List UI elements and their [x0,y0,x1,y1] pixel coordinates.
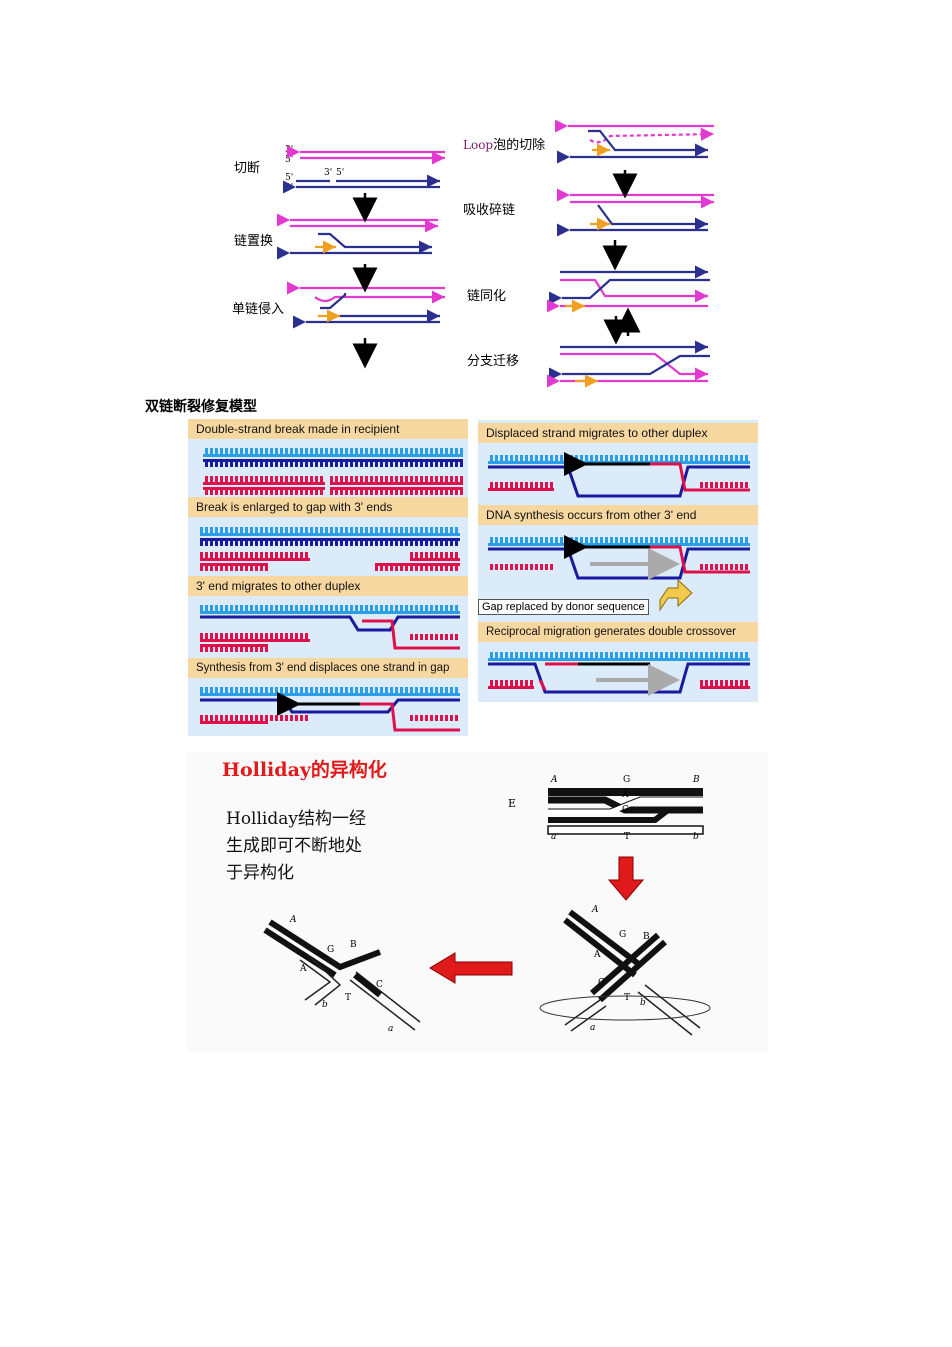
right-x-letter-a: A [592,905,599,915]
desc-line: 于异构化 [226,863,294,883]
strand [548,278,710,305]
loop-prefix: Loop [463,138,494,152]
letter-a-lower: a [551,832,557,842]
loop-label: 泡的切除 [493,138,546,153]
panel-label-e: E [508,797,517,810]
duplex-gap [200,527,460,571]
strand [548,354,710,381]
left-x-letter-a: A [290,915,297,925]
red-down-arrow [607,856,645,901]
repair-model-drawings [200,448,750,732]
panel-header-reciprocal: Reciprocal migration generates double cr… [478,622,758,642]
red-left-arrow [429,952,513,984]
right-x-letter-t: T [624,993,631,1003]
left-x-letter-t: T [345,993,352,1003]
panel-header-break: Double-strand break made in recipient [188,419,468,439]
end-label-5-gap: 5' [336,168,345,178]
desc-line: Holliday结构一经 [226,809,366,829]
holliday-title: Holliday的异构化 [222,759,387,781]
right-x-letter-b: B [643,932,650,942]
panel-header-displaced: Displaced strand migrates to other duple… [478,423,758,443]
panel-header-migrate: 3' end migrates to other duplex [188,576,468,596]
strand [314,290,445,304]
right-x-letter-a3: a [590,1023,596,1033]
panel-header-gap: Break is enlarged to gap with 3' ends [188,497,468,517]
duplex-displaced [488,452,750,498]
step-label-single-strand-invasion: 单链侵入 [232,302,285,317]
left-x-letter-c: C [376,980,383,990]
right-x-letter-a2: A [594,950,601,960]
gap-replaced-label: Gap replaced by donor sequence [478,599,649,615]
left-x-letter-a3: a [388,1024,394,1034]
strand [588,129,708,157]
holliday-description: Holliday结构一经 生成即可不断地处 于异构化 [226,806,366,887]
desc-line: 生成即可不断地处 [226,836,362,856]
letter-b-lower: b [693,832,699,842]
holliday-e-strands [547,788,704,835]
strand [589,127,715,144]
panel-header-dna-synthesis: DNA synthesis occurs from other 3' end [478,505,758,525]
right-x-letter-b2: b [640,998,646,1008]
letter-a-mid: A [622,790,629,800]
right-x-letter-g: G [619,930,627,940]
strand [597,204,708,231]
strand [560,278,708,303]
duplex-break [203,448,463,495]
end-label-3-gap: 3' [324,168,333,178]
letter-g: G [623,775,631,785]
strand [320,293,347,310]
right-x-letter-c: C [598,978,605,988]
left-x-letter-b2: b [322,1000,328,1010]
end-label-5-bottom: 5' [285,173,294,183]
section-title: 双链断裂修复模型 [145,399,257,415]
panel-header-synthesis: Synthesis from 3' end displaces one stra… [188,658,468,678]
end-label-5-top: 5' [285,155,294,165]
gap-replaced-arrow [659,578,693,612]
strand [318,232,432,254]
left-x-letter-a2: A [300,964,307,974]
duplex-migrate [200,605,460,652]
duplex-synthesis [200,687,460,732]
left-x-letter-g: G [327,945,335,955]
duplex-dna-synthesis [488,535,750,580]
left-x-letter-b: B [350,940,357,950]
step-label-strand-assimilation: 链同化 [467,289,507,304]
step-label-loop-excision: Loop泡的切除 [463,134,545,153]
letter-a-upper: A [551,775,558,785]
duplex-double-crossover [488,652,750,696]
step-label-absorb-fragment: 吸收碎链 [463,203,516,218]
top-strand-drawings [276,119,715,388]
holliday-right-x [539,909,711,1036]
letter-t: T [624,832,631,842]
letter-b-upper: B [693,775,700,785]
step-label-branch-migration: 分支迁移 [467,354,520,369]
letter-c: C [622,805,629,815]
holliday-drawings [263,788,711,1036]
step-label-strand-displacement: 链置换 [234,234,274,249]
step-label-cut: 切断 [234,161,261,176]
holliday-left-x [263,919,421,1031]
